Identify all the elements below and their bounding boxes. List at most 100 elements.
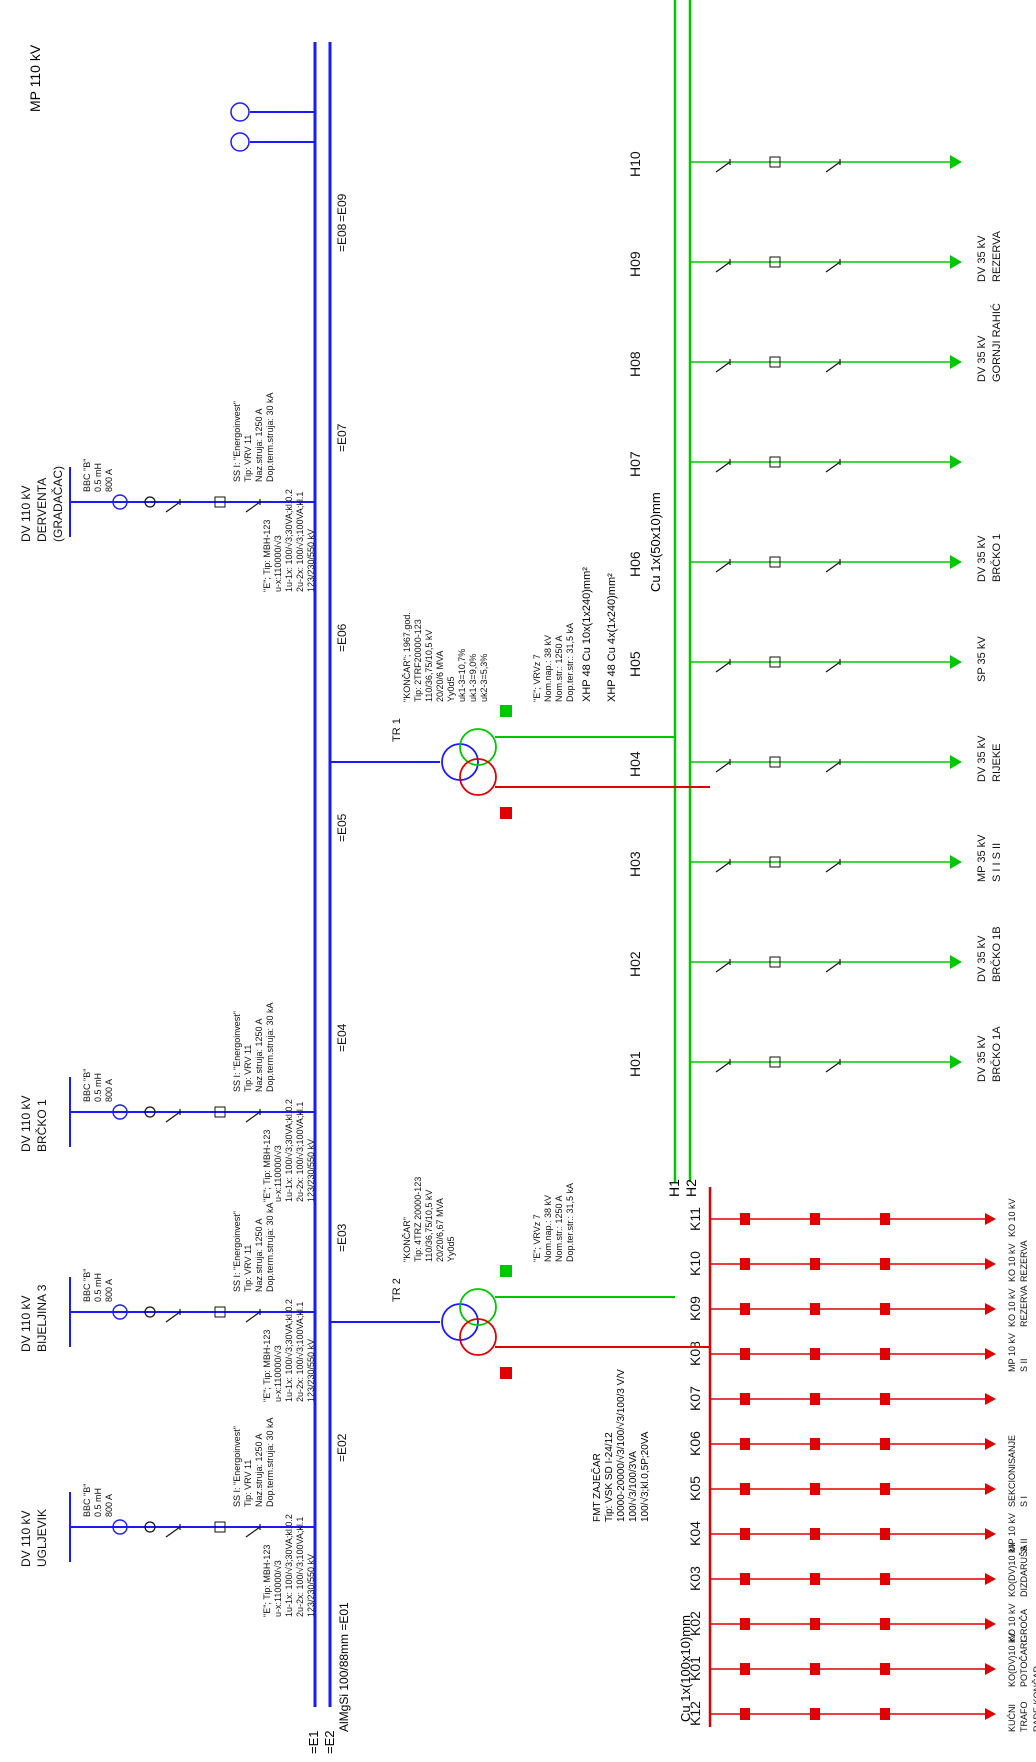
feeder-arrow bbox=[985, 1573, 996, 1585]
bus-field-e03: =E03 bbox=[335, 1223, 349, 1252]
ss-note: Dop.term.struja: 30 kA bbox=[265, 1417, 275, 1507]
ct-note: "E"; Tip: MBH-123 bbox=[262, 1130, 272, 1202]
feeder-name: MP 35 kV bbox=[976, 834, 988, 882]
feeder-name: KO(DV)10 kV bbox=[1007, 1542, 1017, 1597]
ss-note: SS I: "Energoinvest" bbox=[232, 1011, 242, 1092]
feeder-arrow bbox=[985, 1393, 996, 1405]
tr-note: Tip: 2TRF20000-123 bbox=[413, 619, 423, 702]
bus-coupler bbox=[230, 102, 315, 152]
bus-disconnector bbox=[245, 1308, 261, 1323]
bbc-note: 800 A bbox=[104, 1079, 114, 1102]
bbc-note: 0.5 mH bbox=[93, 1488, 103, 1517]
feeder-arrow bbox=[985, 1348, 996, 1360]
tr-note: Yy0d5 bbox=[446, 676, 456, 702]
feeder-arrow bbox=[985, 1213, 996, 1225]
bay-label: H10 bbox=[627, 151, 643, 177]
tr-note: "KONČAR"; 1967.god. bbox=[402, 612, 412, 702]
ct-note: 2u-2x: 100/√3;100VA;kl.1 bbox=[295, 1517, 305, 1617]
ct-note: "E"; Tip: MBH-123 bbox=[262, 520, 272, 592]
feeder-arrow bbox=[950, 155, 962, 169]
ss-note: SS I: "Energoinvest" bbox=[232, 1426, 242, 1507]
bay-cell-2 bbox=[810, 1573, 820, 1585]
bay-label: K02 bbox=[687, 1611, 703, 1636]
feeder-arrow bbox=[985, 1258, 996, 1270]
station-title: MP 110 kV bbox=[27, 44, 43, 112]
tr-mv-winding bbox=[459, 1288, 497, 1326]
bay-cell-3 bbox=[880, 1303, 890, 1315]
feeder-name: KO 10 kV bbox=[1007, 1198, 1017, 1237]
ss-note: Naz.struja: 1250 A bbox=[254, 1218, 264, 1292]
bay-label: K08 bbox=[687, 1341, 703, 1366]
surge-35 bbox=[500, 1265, 512, 1277]
tr-lv-winding bbox=[459, 1318, 497, 1356]
ct-note: 123/230/550 kV bbox=[306, 1339, 316, 1402]
bus-field-labels: =E02=E03=E04=E05=E06=E07=E08=E09 bbox=[335, 193, 349, 1462]
bus-field-e09: =E09 bbox=[335, 193, 349, 222]
tr-note: 20/20/6,67 MVA bbox=[435, 1198, 445, 1262]
bay-cell-3 bbox=[880, 1573, 890, 1585]
bus-field-e02: =E02 bbox=[335, 1433, 349, 1462]
ss-note: Tip: VRV 11 bbox=[243, 435, 253, 482]
feeder-arrow bbox=[985, 1618, 996, 1630]
transformer-1: TR 1"KONČAR"; 1967.god.Tip: 2TRF20000-12… bbox=[330, 612, 710, 819]
surge-10 bbox=[500, 1367, 512, 1379]
bay-cell-1 bbox=[740, 1483, 750, 1495]
ct-circle bbox=[112, 1519, 128, 1535]
line-name: DV 110 kV bbox=[19, 1511, 33, 1567]
vrvz-note: Nom.nap.: 38 kV bbox=[543, 635, 553, 702]
vrvz-note: "E"; VRVz 7 bbox=[532, 654, 542, 702]
bay-cell-2 bbox=[810, 1348, 820, 1360]
bay-cell-1 bbox=[740, 1573, 750, 1585]
bay-cell-1 bbox=[740, 1618, 750, 1630]
bay-breaker bbox=[769, 556, 781, 568]
line-name: DV 110 kV bbox=[19, 1096, 33, 1152]
bay-line-disconnector bbox=[825, 758, 841, 773]
feeder-dest: TRAFO bbox=[1019, 1702, 1029, 1733]
feeder-dest: S II bbox=[1019, 1538, 1029, 1552]
feeder-arrow bbox=[950, 1055, 962, 1069]
bay-35-H10: H10 bbox=[627, 151, 962, 177]
ct-note: "E"; Tip: MBH-123 bbox=[262, 1545, 272, 1617]
bbc-note: 0.5 mH bbox=[93, 1273, 103, 1302]
tr-note: "KONČAR" bbox=[402, 1217, 412, 1262]
ss-note: Tip: VRV 11 bbox=[243, 1245, 253, 1292]
feeder-arrow bbox=[950, 955, 962, 969]
bay-cell-2 bbox=[810, 1213, 820, 1225]
bay-cell-3 bbox=[880, 1438, 890, 1450]
feeder-name: KO 10 kV bbox=[1007, 1288, 1017, 1327]
ct-note: u-x:110000/√3 bbox=[273, 1560, 283, 1617]
ct-circle bbox=[112, 494, 128, 510]
vrvz-note: Nom.str.: 1250 A bbox=[554, 1195, 564, 1262]
bus-disconnector bbox=[245, 1108, 261, 1123]
bay-label: H08 bbox=[627, 351, 643, 377]
bay-line-disconnector bbox=[825, 1058, 841, 1073]
feeder-arrow bbox=[950, 455, 962, 469]
bay-cell-1 bbox=[740, 1708, 750, 1720]
bay-disconnector bbox=[715, 958, 731, 973]
bay-cell-2 bbox=[810, 1708, 820, 1720]
surge-35 bbox=[500, 705, 512, 717]
bay-label: H04 bbox=[627, 751, 643, 777]
bay-cell-1 bbox=[740, 1258, 750, 1270]
bay-cell-1 bbox=[740, 1393, 750, 1405]
bbc-note: BBC "B" bbox=[82, 1069, 92, 1102]
feeder-name: MP 10 kV bbox=[1007, 1333, 1017, 1372]
tr-note: uk1-3=10,7% bbox=[457, 649, 467, 702]
bus-disconnector bbox=[245, 1523, 261, 1538]
bay-cell-3 bbox=[880, 1528, 890, 1540]
bay-cell-3 bbox=[880, 1258, 890, 1270]
feeder-dest: REZERVA bbox=[1019, 1285, 1029, 1327]
tr-note: Yy0d5 bbox=[446, 1236, 456, 1262]
vrvz-note: Dop.ter.str.: 31,5 kA bbox=[565, 1183, 575, 1262]
cable-10kv-label: XHP 48 Cu 10x(1x240)mm² bbox=[581, 567, 593, 702]
bay-disconnector bbox=[715, 1058, 731, 1073]
ss-note: Tip: VRV 11 bbox=[243, 1045, 253, 1092]
